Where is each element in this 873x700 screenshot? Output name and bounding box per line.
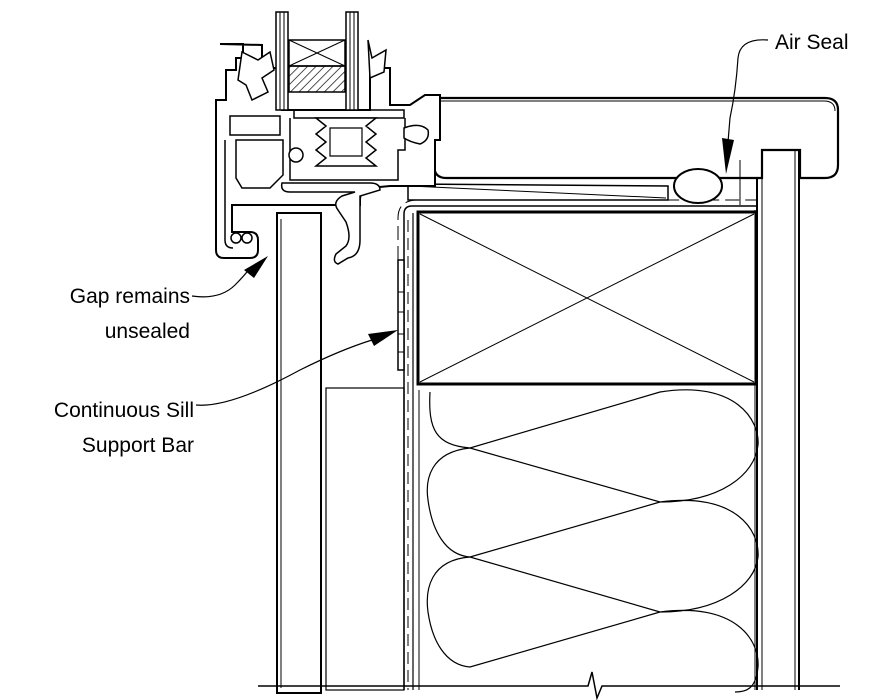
wood-blocking: [416, 210, 758, 386]
leader-gap: [191, 256, 268, 298]
interior-stool: [432, 96, 840, 180]
exterior-wall-stud: [276, 212, 322, 694]
label-gap-line1: Gap remains: [70, 285, 190, 308]
leader-air-seal: [722, 39, 769, 174]
label-air-seal: Air Seal: [775, 31, 849, 54]
air-seal-backer-rod: [673, 160, 741, 205]
leader-support-bar: [195, 330, 398, 406]
lower-board: [325, 387, 405, 691]
sill-support-bar: [280, 182, 405, 371]
interior-wall-stud: [756, 144, 800, 690]
window-frame-extrusion: [215, 39, 441, 259]
sill-shim: [407, 183, 669, 201]
glazing-unit: [275, 11, 359, 111]
membrane-wrap: [397, 199, 757, 690]
label-gap-line2: unsealed: [105, 320, 190, 343]
label-support-line2: Support Bar: [82, 434, 194, 457]
break-line: [258, 671, 840, 700]
batt-insulation: [426, 389, 759, 693]
label-support-line1: Continuous Sill: [54, 399, 194, 422]
